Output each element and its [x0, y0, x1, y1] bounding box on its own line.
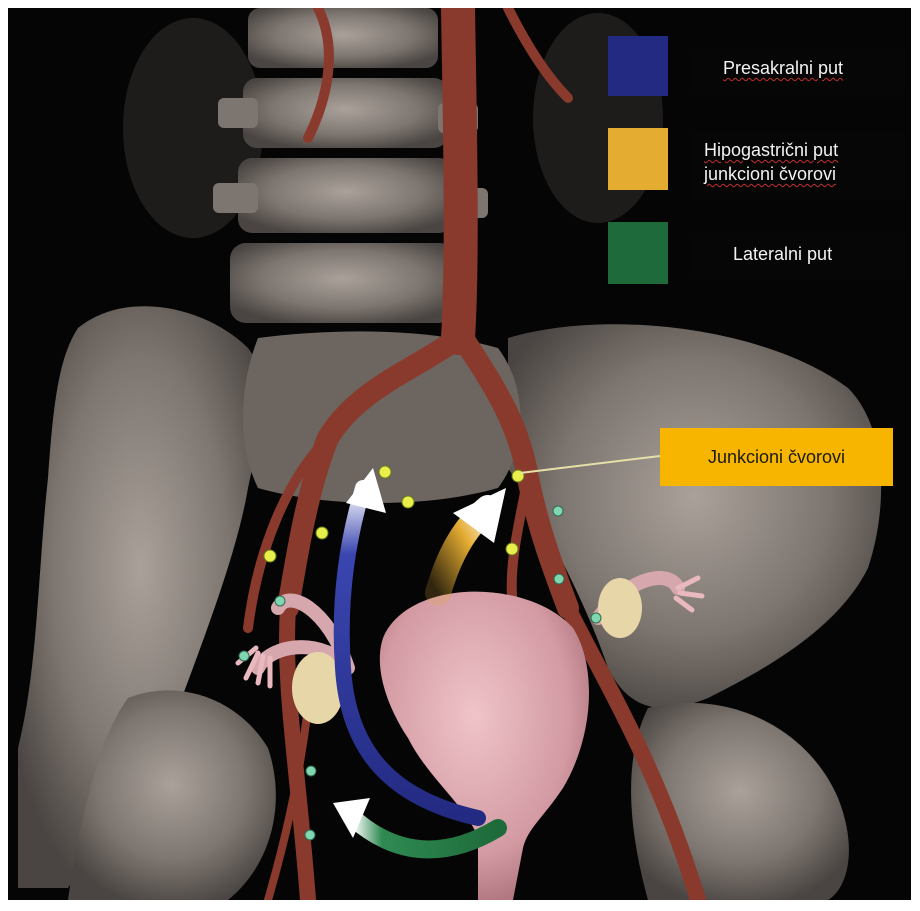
- legend-text-hypogastric-line2: junkcioni čvorovi: [704, 162, 905, 186]
- legend-label-presacral: Presakralni put: [690, 50, 905, 90]
- legend-text-hypogastric-line1: Hipogastrični put: [704, 138, 905, 162]
- legend-swatch-lateral: [608, 222, 668, 284]
- hypogastric-pathway-arrow: [438, 488, 506, 593]
- legend-text-presacral: Presakralni put: [723, 56, 905, 80]
- legend-swatch-presacral: [608, 36, 668, 96]
- legend-text-lateral: Lateralni put: [733, 244, 832, 264]
- image-frame: Presakralni put Hipogastrični put junkci…: [8, 8, 911, 900]
- callout-label: Junkcioni čvorovi: [708, 447, 845, 468]
- legend-swatch-hypogastric: [608, 128, 668, 190]
- legend-label-lateral: Lateralni put: [690, 234, 905, 278]
- junctional-nodes-callout: Junkcioni čvorovi: [660, 428, 893, 486]
- legend-label-hypogastric: Hipogastrični put junkcioni čvorovi: [690, 132, 905, 200]
